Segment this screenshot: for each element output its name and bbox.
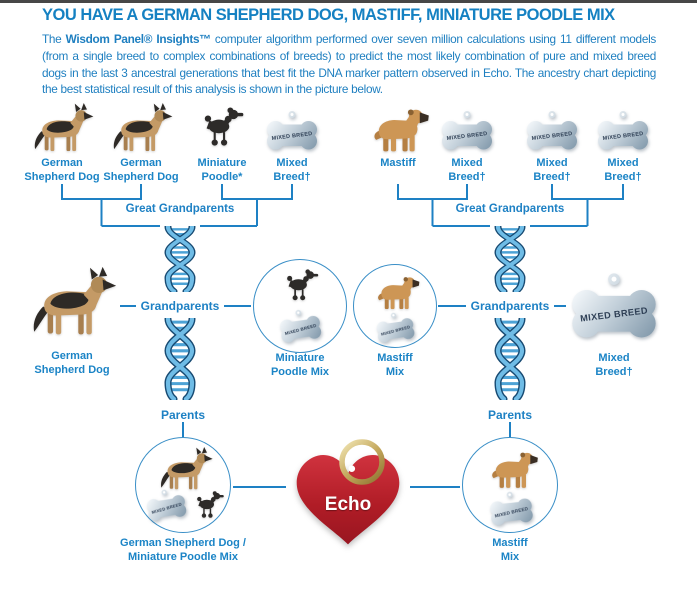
mixed-breed-bone-tag <box>442 111 492 150</box>
mixed-breed-bone-tag <box>488 489 534 526</box>
miniature-poodle-photo <box>197 491 224 518</box>
mixed-breed-bone-tag <box>598 111 648 150</box>
generation-label-great-grandparents: Great Grandparents <box>125 203 235 215</box>
german-shepherd-photo <box>33 266 117 335</box>
german-shepherd-photo <box>34 103 94 152</box>
breed-label: Mixed Breed† <box>604 157 642 183</box>
mastiff-photo <box>374 109 429 152</box>
breed-label: German Shepherd Dog <box>103 157 179 183</box>
intro-prefix: The <box>42 32 66 46</box>
generation-label-parents: Parents <box>160 408 206 422</box>
breed-label: Miniature Poodle* <box>197 157 247 183</box>
pet-name: Echo <box>324 494 372 515</box>
mixed-breed-bone-tag <box>267 111 317 150</box>
mixed-breed-bone-tag <box>374 310 416 344</box>
generation-label-grandparents: Grandparents <box>140 299 220 313</box>
intro-paragraph: The Wisdom Panel® Insights™ computer alg… <box>42 31 656 98</box>
breed-label: Mixed Breed† <box>273 157 311 183</box>
mixed-breed-bone-tag <box>572 273 656 338</box>
breed-label: Mastiff Mix <box>492 537 528 563</box>
grandparent-circle-mastiff-mix <box>353 264 437 348</box>
breed-label: Mixed Breed† <box>595 352 633 378</box>
breed-label: Miniature Poodle Mix <box>270 352 330 378</box>
breed-label: Mastiff <box>380 157 416 169</box>
dna-helix-icon <box>158 318 202 400</box>
miniature-poodle-photo <box>287 269 319 301</box>
parent-circle-german-shepherd-poodle-mix <box>135 437 231 533</box>
brand-name: Wisdom Panel® Insights™ <box>65 32 211 46</box>
dna-helix-icon <box>488 226 532 292</box>
breed-label: German Shepherd Dog <box>34 350 110 376</box>
gold-key-ring-icon <box>339 439 385 485</box>
generation-label-great-grandparents: Great Grandparents <box>455 203 565 215</box>
top-border-bar <box>0 0 697 3</box>
breed-label: Mixed Breed† <box>448 157 486 183</box>
dna-helix-icon <box>158 226 202 292</box>
german-shepherd-photo <box>113 103 173 152</box>
grandparent-circle-miniature-poodle-mix <box>253 259 347 353</box>
breed-label: Mastiff Mix <box>377 352 413 378</box>
mixed-breed-bone-tag <box>144 486 188 522</box>
generation-label-parents: Parents <box>487 408 533 422</box>
mixed-breed-bone-tag <box>278 307 322 344</box>
miniature-poodle-photo <box>204 107 244 146</box>
mixed-breed-bone-tag <box>527 111 577 150</box>
intro-body: computer algorithm performed over seven … <box>42 32 657 97</box>
parent-circle-mastiff-mix <box>462 437 558 533</box>
breed-label: German Shepherd Dog / Miniature Poodle M… <box>120 537 246 563</box>
generation-label-grandparents: Grandparents <box>470 299 550 313</box>
breed-label: German Shepherd Dog <box>24 157 100 183</box>
mastiff-photo <box>378 277 420 310</box>
page-title: YOU HAVE A GERMAN SHEPHERD DOG, MASTIFF,… <box>42 6 615 24</box>
mastiff-photo <box>492 452 538 488</box>
dna-helix-icon <box>488 318 532 400</box>
breed-label: Mixed Breed† <box>533 157 571 183</box>
